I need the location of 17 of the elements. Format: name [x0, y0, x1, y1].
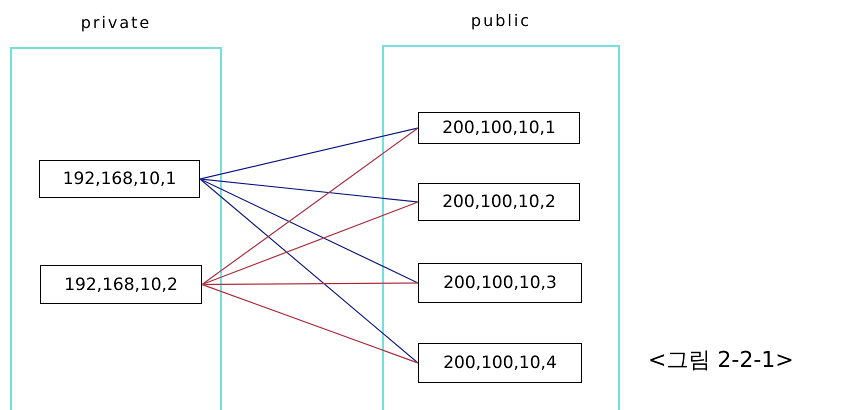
connector-line [202, 284, 418, 364]
connector-line [202, 282, 418, 286]
address-box: 200,100,10,1 [418, 112, 580, 144]
address-box: 200,100,10,4 [418, 343, 582, 383]
connector-line [200, 178, 418, 364]
connector-line [200, 178, 418, 284]
address-box: 192,168,10,2 [40, 265, 202, 304]
panel-heading: private [80, 13, 152, 32]
connector-line [202, 128, 418, 285]
address-box: 200,100,10,2 [418, 183, 580, 221]
connector-line [200, 178, 418, 203]
address-box: 192,168,10,1 [39, 160, 200, 198]
connector-line [200, 127, 418, 180]
connector-line [202, 201, 418, 286]
panel-heading: public [470, 11, 532, 30]
address-box: 200,100,10,3 [418, 263, 582, 303]
figure-caption: <그림 2-2-1> [648, 347, 794, 375]
